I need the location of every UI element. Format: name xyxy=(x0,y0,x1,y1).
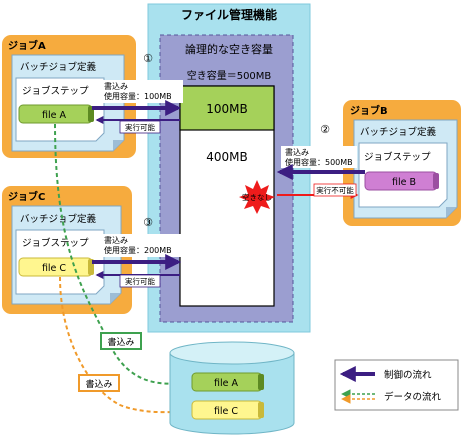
file-management-title: ファイル管理機能 xyxy=(181,7,277,22)
job-b-step-label: ジョブステップ xyxy=(364,151,431,163)
step-2-request-box xyxy=(281,146,357,168)
job-c-step-label: ジョブステップ xyxy=(22,237,89,249)
step-2-reply-box xyxy=(313,183,357,197)
step-3-reply-box xyxy=(119,274,161,288)
job-a-box: ジョブA バッチジョブ定義 ジョブステップ file A xyxy=(2,35,136,158)
logical-free-label: 論理的な空き容量 xyxy=(185,42,273,56)
step-1-request-box xyxy=(100,80,183,103)
step-3-request-box xyxy=(100,234,183,257)
write-label-green: 書込み xyxy=(107,336,134,348)
job-b-file-label: file B xyxy=(392,177,416,188)
job-c-box: ジョブC バッチジョブ定義 ジョブステップ file C xyxy=(2,186,132,314)
no-space-burst-icon xyxy=(239,180,275,214)
free-total-label: 空き容量＝500MB xyxy=(187,69,272,82)
step-3-number: ③ xyxy=(143,216,153,229)
step-3-request-line2: 使用容量：200MB xyxy=(104,245,172,255)
step-2-request-line1: 書込み xyxy=(285,147,309,157)
step-2-request-line2: 使用容量：500MB xyxy=(285,157,353,167)
data-flow-file-a-line xyxy=(54,123,188,390)
no-space-label: 空きなし xyxy=(242,192,272,202)
job-b-box: ジョブB バッチジョブ定義 ジョブステップ file B xyxy=(343,100,461,226)
job-a-step-label: ジョブステップ xyxy=(22,85,89,97)
job-a-title: ジョブA xyxy=(8,39,46,52)
step-1-request-line2: 使用容量：100MB xyxy=(104,91,172,101)
step-3-reply-label: 実行可能 xyxy=(125,276,155,286)
legend-control-label: 制御の流れ xyxy=(384,369,432,381)
used-capacity-label: 100MB xyxy=(206,102,248,116)
step-1-reply-box xyxy=(119,120,161,134)
step-1-reply-label: 実行可能 xyxy=(125,122,155,132)
free-capacity-label: 400MB xyxy=(206,150,248,164)
data-flow-file-c-line xyxy=(59,276,188,418)
write-label-orange: 書込み xyxy=(85,378,112,390)
step-1-flow: ① 書込み 使用容量：100MB 実行可能 xyxy=(92,52,183,134)
used-capacity-block xyxy=(179,85,275,131)
step-2-reply-label: 実行不可能 xyxy=(316,185,354,195)
disk-cylinder: file A file C xyxy=(169,341,295,435)
legend: 制御の流れ データの流れ xyxy=(334,359,459,411)
step-3-request-line1: 書込み xyxy=(104,235,128,245)
disk-file-a-label: file A xyxy=(214,378,238,389)
job-c-file-label: file C xyxy=(42,263,66,274)
job-b-batch-definition-label: バッチジョブ定義 xyxy=(360,126,437,138)
write-label-orange-box xyxy=(78,374,120,392)
job-b-title: ジョブB xyxy=(350,104,388,117)
job-a-file-label: file A xyxy=(42,110,66,121)
job-c-batch-definition-label: バッチジョブ定義 xyxy=(20,213,97,225)
job-c-title: ジョブC xyxy=(8,190,45,203)
legend-data-label: データの流れ xyxy=(384,391,442,403)
write-label-green-box xyxy=(100,332,142,350)
step-1-number: ① xyxy=(143,52,153,65)
step-2-flow: ② 書込み 使用容量：500MB 空きなし 実行不可能 xyxy=(239,123,365,214)
job-a-batch-definition-label: バッチジョブ定義 xyxy=(20,61,97,73)
step-3-flow: ③ 書込み 使用容量：200MB 実行可能 xyxy=(92,216,183,288)
step-1-request-line1: 書込み xyxy=(104,81,128,91)
disk-file-c-label: file C xyxy=(214,406,238,417)
file-management-panel: ファイル管理機能 論理的な空き容量 空き容量＝500MB 100MB 400MB xyxy=(147,3,311,333)
step-2-number: ② xyxy=(320,123,330,136)
